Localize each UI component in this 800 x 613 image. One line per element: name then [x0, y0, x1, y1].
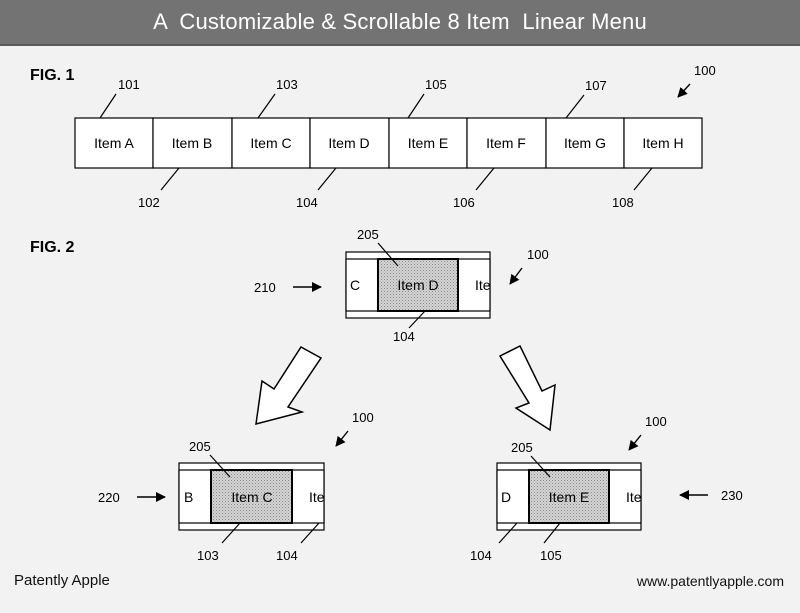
fig2-br-right-item: Ite [626, 489, 642, 505]
ref-105-br: 105 [540, 548, 562, 563]
leader-107 [565, 94, 585, 119]
ref-104-bl: 104 [276, 548, 298, 563]
fig2-bottom-right-menu: D Item E Ite [496, 462, 642, 531]
ref-105: 105 [425, 77, 447, 92]
leader-101 [99, 93, 117, 119]
ref-103: 103 [276, 77, 298, 92]
leader-102 [160, 167, 180, 191]
ref-230: 230 [721, 488, 743, 503]
patent-diagram: FIG. 1 Item A Item B Item C Item D Item … [30, 63, 743, 563]
ref-205-bl: 205 [189, 439, 211, 454]
fig2-label: FIG. 2 [30, 239, 75, 256]
ref-103-bl: 103 [197, 548, 219, 563]
leader-108 [633, 167, 653, 191]
fig1-item-box-c [231, 117, 311, 169]
fig1-item-a: Item A [94, 135, 134, 151]
ref-100-br: 100 [645, 414, 667, 429]
ref-104-br: 104 [470, 548, 492, 563]
ref-220: 220 [98, 490, 120, 505]
fig1-item-box-g [545, 117, 625, 169]
fig2-top-right-item: Ite [475, 277, 491, 293]
fig1-item-h: Item H [642, 135, 683, 151]
fig2-br-center-item: Item E [549, 489, 589, 505]
fig1-item-box-e [388, 117, 468, 169]
fig1-item-g: Item G [564, 135, 606, 151]
fig1-item-b: Item B [172, 135, 212, 151]
arrow-100-fig1 [677, 83, 691, 98]
fig2-bottom-left-menu: B Item C Ite [178, 462, 325, 531]
ref-210: 210 [254, 280, 276, 295]
fig1-item-e: Item E [408, 135, 448, 151]
leader-104-top [408, 310, 426, 329]
ref-104-top: 104 [393, 329, 415, 344]
leader-105-br [543, 522, 561, 544]
fig1-item-box-f [466, 117, 547, 169]
ref-106: 106 [453, 195, 475, 210]
page-title: A Customizable & Scrollable 8 Item Linea… [153, 9, 647, 34]
arrow-100-br [628, 434, 642, 451]
leader-106 [475, 167, 495, 191]
leader-103 [257, 93, 276, 119]
footer-url: www.patentlyapple.com [636, 573, 784, 589]
fig1-item-f: Item F [486, 135, 526, 151]
leader-104-br [498, 522, 518, 544]
leader-104 [317, 167, 337, 191]
fig2-br-highlight [528, 469, 610, 524]
ref-104: 104 [296, 195, 318, 210]
ref-102: 102 [138, 195, 160, 210]
fig1-item-c: Item C [250, 135, 291, 151]
leader-103-bl [221, 522, 241, 544]
transition-arrow-left-icon [255, 346, 323, 426]
title-bar: A Customizable & Scrollable 8 Item Linea… [0, 0, 800, 46]
ref-205-br: 205 [511, 440, 533, 455]
fig2-bl-left-item: B [184, 489, 193, 505]
fig2-top-left-item: C [350, 277, 360, 293]
fig2-top-menu: C Item D Ite [345, 251, 491, 319]
leader-105 [407, 93, 425, 119]
fig1-menu-bar: Item A Item B Item C Item D Item E Item … [74, 117, 703, 169]
arrow-100-bl [335, 430, 349, 447]
leader-205-top [377, 242, 399, 267]
footer-brand: Patently Apple [14, 572, 110, 589]
ref-100-fig1: 100 [694, 63, 716, 78]
leader-104-bl [300, 522, 320, 544]
ref-100-top: 100 [527, 247, 549, 262]
fig2-br-left-item: D [501, 489, 511, 505]
fig2-bl-center-item: Item C [231, 489, 272, 505]
fig2-bl-highlight [210, 469, 293, 524]
fig1-item-box-h [623, 117, 703, 169]
leader-205-bl [209, 454, 231, 478]
fig1-label: FIG. 1 [30, 67, 75, 84]
transition-arrow-right-icon [498, 344, 556, 432]
ref-205-top: 205 [357, 227, 379, 242]
fig2-top-highlight [377, 258, 459, 312]
fig2-top-center-item: Item D [397, 277, 438, 293]
ref-107: 107 [585, 78, 607, 93]
fig2-bl-right-item: Ite [309, 489, 325, 505]
arrow-100-top [509, 267, 523, 285]
leader-205-br [530, 455, 551, 478]
ref-108: 108 [612, 195, 634, 210]
fig1-item-box-b [152, 117, 233, 169]
ref-101: 101 [118, 77, 140, 92]
ref-100-bl: 100 [352, 410, 374, 425]
fig1-item-box-a [74, 117, 154, 169]
fig1-item-d: Item D [328, 135, 369, 151]
